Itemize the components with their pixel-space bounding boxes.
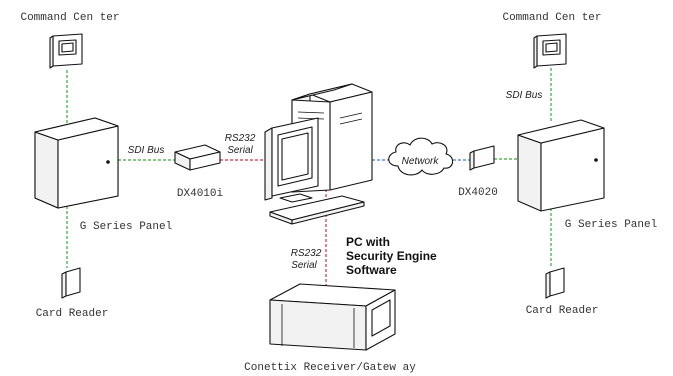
label-g-series-panel-right: G Series Panel <box>565 219 657 231</box>
label-sdi-bus-left: SDI Bus <box>128 145 165 156</box>
label-card-reader-left: Card Reader <box>36 308 109 320</box>
labels: Command Cen ter Command Cen ter G Series… <box>20 12 657 374</box>
g-series-panel-left-icon <box>34 117 119 209</box>
command-center-right-icon <box>533 33 567 69</box>
label-dx4010i: DX4010i <box>177 188 224 200</box>
label-network: Network <box>402 156 440 167</box>
label-rs232-top-1: RS232 <box>225 133 256 144</box>
label-rs232-top-2: Serial <box>227 145 253 156</box>
label-dx4020: DX4020 <box>458 187 498 199</box>
dx4020-icon <box>469 145 495 171</box>
label-command-center-right: Command Cen ter <box>502 12 601 24</box>
dx4010i-icon <box>174 144 221 171</box>
label-rs232-bottom-1: RS232 <box>291 248 322 259</box>
network-cloud-icon <box>388 137 454 176</box>
command-center-left-icon <box>49 33 83 69</box>
label-conettix: Conettix Receiver/Gatew ay <box>244 362 416 374</box>
label-card-reader-right: Card Reader <box>526 305 599 317</box>
pc-icon <box>264 83 373 225</box>
label-sdi-bus-right: SDI Bus <box>506 90 543 101</box>
label-command-center-left: Command Cen ter <box>20 12 119 24</box>
label-pc-title-3: Software <box>346 263 397 277</box>
label-pc-title-2: Security Engine <box>346 249 437 263</box>
card-reader-right-icon <box>545 267 565 299</box>
g-series-panel-right-icon <box>517 119 605 212</box>
label-rs232-bottom-2: Serial <box>291 260 317 271</box>
label-g-series-panel-left: G Series Panel <box>80 221 172 233</box>
card-reader-left-icon <box>61 267 81 299</box>
label-pc-title-1: PC with <box>346 235 390 249</box>
conettix-receiver-icon <box>269 283 396 351</box>
